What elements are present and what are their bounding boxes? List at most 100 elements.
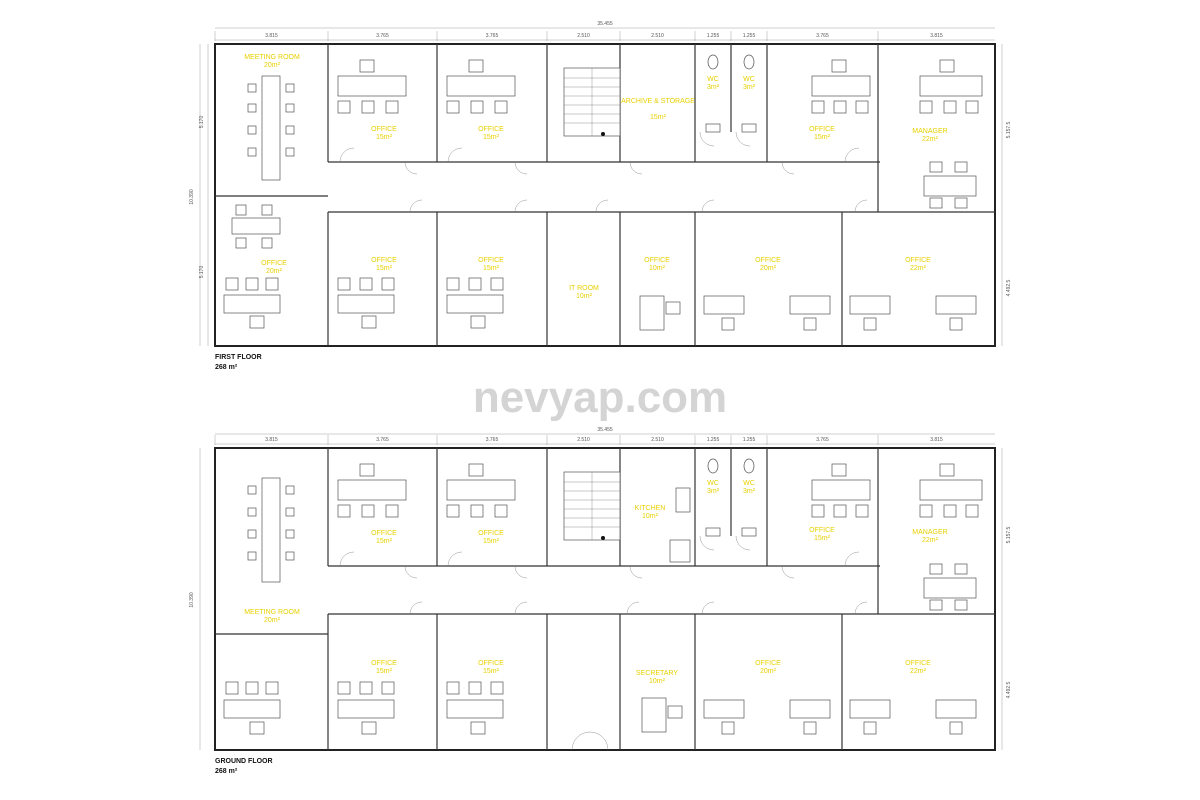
- room-name-office: OFFICE: [478, 257, 504, 264]
- room-area-office: 15m²: [814, 535, 831, 542]
- segment-dim-label: 2.510: [577, 33, 590, 39]
- height-dim-right-bottom: 4.492.5: [1006, 279, 1012, 296]
- room-area-office: 15m²: [814, 134, 831, 141]
- total-width-dim: 35.455: [597, 21, 613, 27]
- segment-dim-label: 3.765: [816, 437, 829, 443]
- height-dim-left-bottom: 5.170: [199, 266, 205, 279]
- room-name-wc: WC: [707, 76, 719, 83]
- room-area-wc: 3m²: [743, 488, 756, 495]
- segment-dim-label: 1.255: [707, 33, 720, 39]
- room-area-it: 10m²: [576, 293, 593, 300]
- first-floor-stairs: [563, 67, 621, 137]
- room-area-archive: 15m²: [650, 114, 667, 121]
- room-area-secretary: 10m²: [649, 678, 666, 685]
- segment-dim-label: 3.765: [376, 33, 389, 39]
- room-name-meeting: MEETING ROOM: [244, 609, 300, 616]
- room-name-office: OFFICE: [755, 660, 781, 667]
- first-floor-doors: [339, 131, 868, 213]
- segment-dim-label: 3.765: [486, 33, 499, 39]
- room-area-office: 15m²: [483, 668, 500, 675]
- first-floor-plan: 35.455 3.815 3.765 3.765 2.510 2.510 1.255 1.2…: [189, 21, 1012, 371]
- room-name-office: OFFICE: [478, 530, 504, 537]
- room-name-office: OFFICE: [755, 257, 781, 264]
- first-floor-walls: [215, 44, 995, 346]
- room-name-wc: WC: [743, 76, 755, 83]
- room-name-archive: ARCHIVE & STORAGE: [621, 98, 695, 105]
- height-dim-left-top: 5.170: [199, 116, 205, 129]
- room-name-secretary: SECRETARY: [636, 670, 678, 677]
- segment-dim-label: 3.765: [816, 33, 829, 39]
- first-floor-meeting-table: [247, 75, 295, 181]
- segment-dim-label: 1.255: [743, 33, 756, 39]
- room-name-office: OFFICE: [809, 126, 835, 133]
- room-area-meeting: 20m²: [264, 62, 281, 69]
- room-area-office: 15m²: [483, 265, 500, 272]
- first-floor-desks: [223, 59, 983, 331]
- ground-floor-room-labels: MEETING ROOM 20m² OFFICE 15m² OFFICE 15m…: [244, 480, 948, 685]
- height-dim-right-bottom: 4.492.5: [1006, 681, 1012, 698]
- ground-floor-walls: [215, 448, 995, 750]
- room-area-office: 22m²: [910, 668, 927, 675]
- segment-dim-label: 3.765: [486, 437, 499, 443]
- segment-dim-label: 1.255: [743, 437, 756, 443]
- room-name-office: OFFICE: [905, 257, 931, 264]
- room-name-office: OFFICE: [809, 527, 835, 534]
- total-width-dim: 35.455: [597, 427, 613, 433]
- room-area-office: 10m²: [649, 265, 666, 272]
- ground-floor-stairs: [563, 471, 621, 541]
- room-area-office: 20m²: [760, 668, 777, 675]
- room-area-meeting: 20m²: [264, 617, 281, 624]
- room-name-office: OFFICE: [905, 660, 931, 667]
- room-name-kitchen: KITCHEN: [635, 505, 666, 512]
- ground-floor-meeting-table: [247, 477, 295, 583]
- room-area-office: 15m²: [376, 538, 393, 545]
- room-area-wc: 3m²: [743, 84, 756, 91]
- ground-floor-title: GROUND FLOOR: [215, 758, 273, 765]
- ground-floor-desks: [223, 463, 983, 735]
- height-dim-left: 10.390: [189, 189, 195, 205]
- room-area-wc: 3m²: [707, 488, 720, 495]
- height-dim-right-top: 5.157.5: [1006, 121, 1012, 138]
- room-name-manager: MANAGER: [912, 128, 947, 135]
- watermark-text: nevyap.com: [473, 373, 727, 422]
- room-area-wc: 3m²: [707, 84, 720, 91]
- room-name-wc: WC: [743, 480, 755, 487]
- segment-dim-label: 3.815: [930, 33, 943, 39]
- ground-floor-doors: [339, 535, 868, 751]
- segment-dim-label: 3.765: [376, 437, 389, 443]
- room-name-it: IT ROOM: [569, 285, 599, 292]
- room-name-wc: WC: [707, 480, 719, 487]
- segment-dim-label: 2.510: [651, 33, 664, 39]
- ground-floor-wc-fixtures: [705, 458, 757, 537]
- first-floor-title: FIRST FLOOR: [215, 354, 262, 361]
- first-floor-dimensions: 35.455 3.815 3.765 3.765 2.510 2.510 1.255 1.2…: [189, 21, 1012, 346]
- room-name-office: OFFICE: [371, 660, 397, 667]
- first-floor-wc-fixtures: [705, 54, 757, 133]
- segment-dim-label: 3.815: [265, 33, 278, 39]
- segment-dim-label: 1.255: [707, 437, 720, 443]
- room-name-office: OFFICE: [371, 530, 397, 537]
- room-area-office: 15m²: [483, 134, 500, 141]
- room-name-office: OFFICE: [261, 260, 287, 267]
- room-name-office: OFFICE: [478, 660, 504, 667]
- room-area-office: 15m²: [483, 538, 500, 545]
- room-name-office: OFFICE: [644, 257, 670, 264]
- room-name-manager: MANAGER: [912, 529, 947, 536]
- segment-dim-label: 3.815: [930, 437, 943, 443]
- room-name-office: OFFICE: [371, 257, 397, 264]
- room-area-office: 20m²: [266, 268, 283, 275]
- first-floor-room-labels: MEETING ROOM 20m² OFFICE 15m² OFFICE 15m…: [244, 54, 948, 300]
- room-area-kitchen: 10m²: [642, 513, 659, 520]
- room-name-meeting: MEETING ROOM: [244, 54, 300, 61]
- height-dim-left: 10.390: [189, 592, 195, 608]
- room-name-office: OFFICE: [478, 126, 504, 133]
- ground-floor-outer-wall: [214, 447, 996, 751]
- height-dim-right-top: 5.157.5: [1006, 526, 1012, 543]
- segment-dim-label: 2.510: [651, 437, 664, 443]
- room-area-office: 15m²: [376, 265, 393, 272]
- ground-floor-area: 268 m²: [215, 768, 238, 775]
- room-area-office: 15m²: [376, 134, 393, 141]
